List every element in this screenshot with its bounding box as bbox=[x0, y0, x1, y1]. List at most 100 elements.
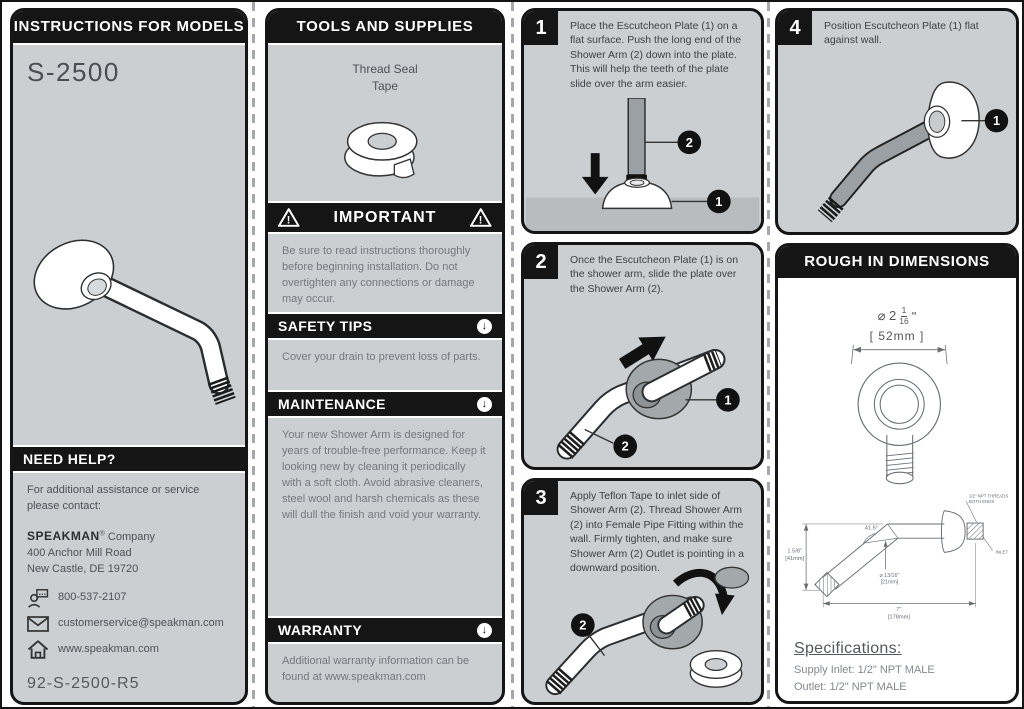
warning-triangle-icon: ! bbox=[470, 208, 492, 227]
tape-section: Thread Seal Tape bbox=[268, 45, 502, 201]
step-3-panel: 3 Apply Teflon Tape to inlet side of Sho… bbox=[521, 478, 764, 705]
need-help-bar: NEED HELP? bbox=[13, 445, 245, 474]
step-2-illustration: 1 2 bbox=[556, 336, 740, 460]
part-2-callout: 2 bbox=[584, 428, 638, 459]
step-2-number: 2 bbox=[524, 245, 558, 279]
down-arrow-icon bbox=[581, 153, 609, 195]
spec-supply-inlet: Supply Inlet: 1/2" NPT MALE bbox=[794, 664, 935, 676]
maintenance-text: Your new Shower Arm is designed for year… bbox=[282, 429, 486, 521]
svg-text:[178mm]: [178mm] bbox=[888, 615, 910, 621]
address-line-1: 400 Anchor Mill Road bbox=[27, 547, 132, 560]
company-line: SPEAKMAN® Company bbox=[27, 529, 155, 544]
down-arrow-icon: ↓ bbox=[477, 396, 492, 412]
specifications-title: Specifications: bbox=[794, 640, 902, 657]
svg-text:2: 2 bbox=[622, 439, 629, 454]
model-number: S-2500 bbox=[27, 57, 120, 87]
shower-arm-illustration bbox=[33, 239, 236, 405]
rough-in-header: ROUGH IN DIMENSIONS bbox=[778, 246, 1016, 280]
front-view-svg bbox=[850, 344, 948, 484]
column-divider-3 bbox=[767, 2, 770, 707]
document-number: 92-S-2500-R5 bbox=[27, 675, 140, 692]
instructions-column: INSTRUCTIONS FOR MODELS S-2500 NEED HELP… bbox=[10, 8, 248, 705]
step-4-number: 4 bbox=[778, 11, 812, 45]
website-row: www.speakman.com bbox=[27, 640, 231, 659]
step-4-text: Position Escutcheon Plate (1) flat again… bbox=[824, 20, 979, 47]
address-line-2: New Castle, DE 19720 bbox=[27, 563, 139, 576]
safety-tips-title: SAFETY TIPS bbox=[278, 318, 373, 334]
cap-disc bbox=[714, 566, 750, 589]
maintenance-title: MAINTENANCE bbox=[278, 396, 386, 412]
side-view-drawing: 41.5° 1 5/8" [41mm] ⌀ 13/16" [21mm] bbox=[785, 493, 1008, 621]
svg-text:[41mm]: [41mm] bbox=[785, 556, 804, 562]
svg-text:!: ! bbox=[287, 214, 291, 226]
warranty-bar: WARRANTY ↓ bbox=[268, 616, 502, 644]
rotate-arrow-icon bbox=[672, 569, 728, 599]
step-2-text: Once the Escutcheon Plate (1) is on the … bbox=[570, 254, 739, 295]
column-divider-1 bbox=[252, 2, 255, 707]
svg-text:2: 2 bbox=[686, 135, 693, 150]
tools-header: TOOLS AND SUPPLIES bbox=[268, 11, 502, 45]
svg-text:1/2" NPT THREADS: 1/2" NPT THREADS bbox=[969, 493, 1008, 498]
envelope-icon bbox=[27, 616, 49, 632]
step-2-panel: 2 Once the Escutcheon Plate (1) is on th… bbox=[521, 242, 764, 470]
model-section: S-2500 bbox=[13, 45, 245, 445]
column-divider-2 bbox=[511, 2, 514, 707]
tape-roll bbox=[689, 650, 743, 688]
instructions-panel: INSTRUCTIONS FOR MODELS S-2500 NEED HELP… bbox=[10, 8, 248, 705]
diameter-dimension-mm: [ 52mm ] bbox=[869, 328, 925, 343]
svg-text:1 5/8": 1 5/8" bbox=[787, 548, 802, 554]
part-1-callout: 1 bbox=[961, 109, 1009, 133]
svg-text:1: 1 bbox=[715, 194, 722, 209]
website-url: www.speakman.com bbox=[58, 642, 159, 655]
step-1-text: Place the Escutcheon Plate (1) on a flat… bbox=[570, 20, 742, 90]
safety-tips-text: Cover your drain to prevent loss of part… bbox=[282, 351, 481, 363]
contact-block: For additional assistance or service ple… bbox=[13, 473, 245, 673]
thread-seal-tape-icon bbox=[344, 121, 418, 178]
step-1-illustration: 2 1 bbox=[525, 98, 760, 231]
svg-text:⌀ 13/16": ⌀ 13/16" bbox=[880, 573, 900, 579]
step-3-number: 3 bbox=[524, 481, 558, 515]
need-help-title: NEED HELP? bbox=[23, 451, 116, 468]
company-address: SPEAKMAN® Company 400 Anchor Mill Road N… bbox=[27, 528, 231, 578]
specifications-block: Specifications: Supply Inlet: 1/2" NPT M… bbox=[778, 630, 1016, 701]
safety-tips-bar: SAFETY TIPS ↓ bbox=[268, 312, 502, 340]
phone-row: 800-537-2107 bbox=[27, 588, 231, 608]
svg-text:1: 1 bbox=[993, 114, 1000, 128]
part-1-callout: 1 bbox=[671, 189, 731, 214]
step-3-text: Apply Teflon Tape to inlet side of Showe… bbox=[570, 490, 744, 575]
part-1-callout: 1 bbox=[685, 388, 740, 412]
svg-text:1: 1 bbox=[724, 392, 731, 407]
step-4-illustration: 1 bbox=[817, 81, 1009, 223]
step-3-illustration: 2 bbox=[545, 566, 750, 696]
step-4-panel: 4 Position Escutcheon Plate (1) flat aga… bbox=[775, 8, 1019, 235]
step-1-number: 1 bbox=[524, 11, 558, 45]
final-column: 4 Position Escutcheon Plate (1) flat aga… bbox=[775, 8, 1019, 705]
warranty-text: Additional warranty information can be f… bbox=[282, 655, 470, 683]
slide-arrow-icon bbox=[619, 336, 666, 369]
maintenance-bar: MAINTENANCE ↓ bbox=[268, 390, 502, 418]
svg-text:BOTH ENDS: BOTH ENDS bbox=[969, 499, 994, 504]
email-address: customerservice@speakman.com bbox=[58, 617, 224, 630]
warning-triangle-icon: ! bbox=[278, 208, 300, 227]
tape-label: Thread Seal Tape bbox=[352, 62, 418, 93]
phone-number: 800-537-2107 bbox=[58, 591, 127, 604]
important-text: Be sure to read instructions thoroughly … bbox=[282, 245, 475, 305]
svg-text:[21mm]: [21mm] bbox=[881, 580, 899, 586]
contact-intro: For additional assistance or service ple… bbox=[27, 484, 200, 513]
important-bar: ! IMPORTANT ! bbox=[268, 201, 502, 234]
warranty-title: WARRANTY bbox=[278, 622, 363, 638]
svg-text:7": 7" bbox=[896, 607, 901, 613]
svg-text:!: ! bbox=[479, 214, 483, 226]
spec-outlet: Outlet: 1/2" NPT MALE bbox=[794, 680, 907, 693]
home-icon bbox=[27, 640, 49, 659]
step-1-panel: 1 Place the Escutcheon Plate (1) on a fl… bbox=[521, 8, 764, 234]
instructions-header: INSTRUCTIONS FOR MODELS bbox=[13, 11, 245, 45]
important-title: IMPORTANT bbox=[333, 208, 437, 226]
svg-text:41.5°: 41.5° bbox=[865, 526, 878, 532]
down-arrow-icon: ↓ bbox=[477, 622, 492, 638]
down-arrow-icon: ↓ bbox=[477, 318, 492, 334]
